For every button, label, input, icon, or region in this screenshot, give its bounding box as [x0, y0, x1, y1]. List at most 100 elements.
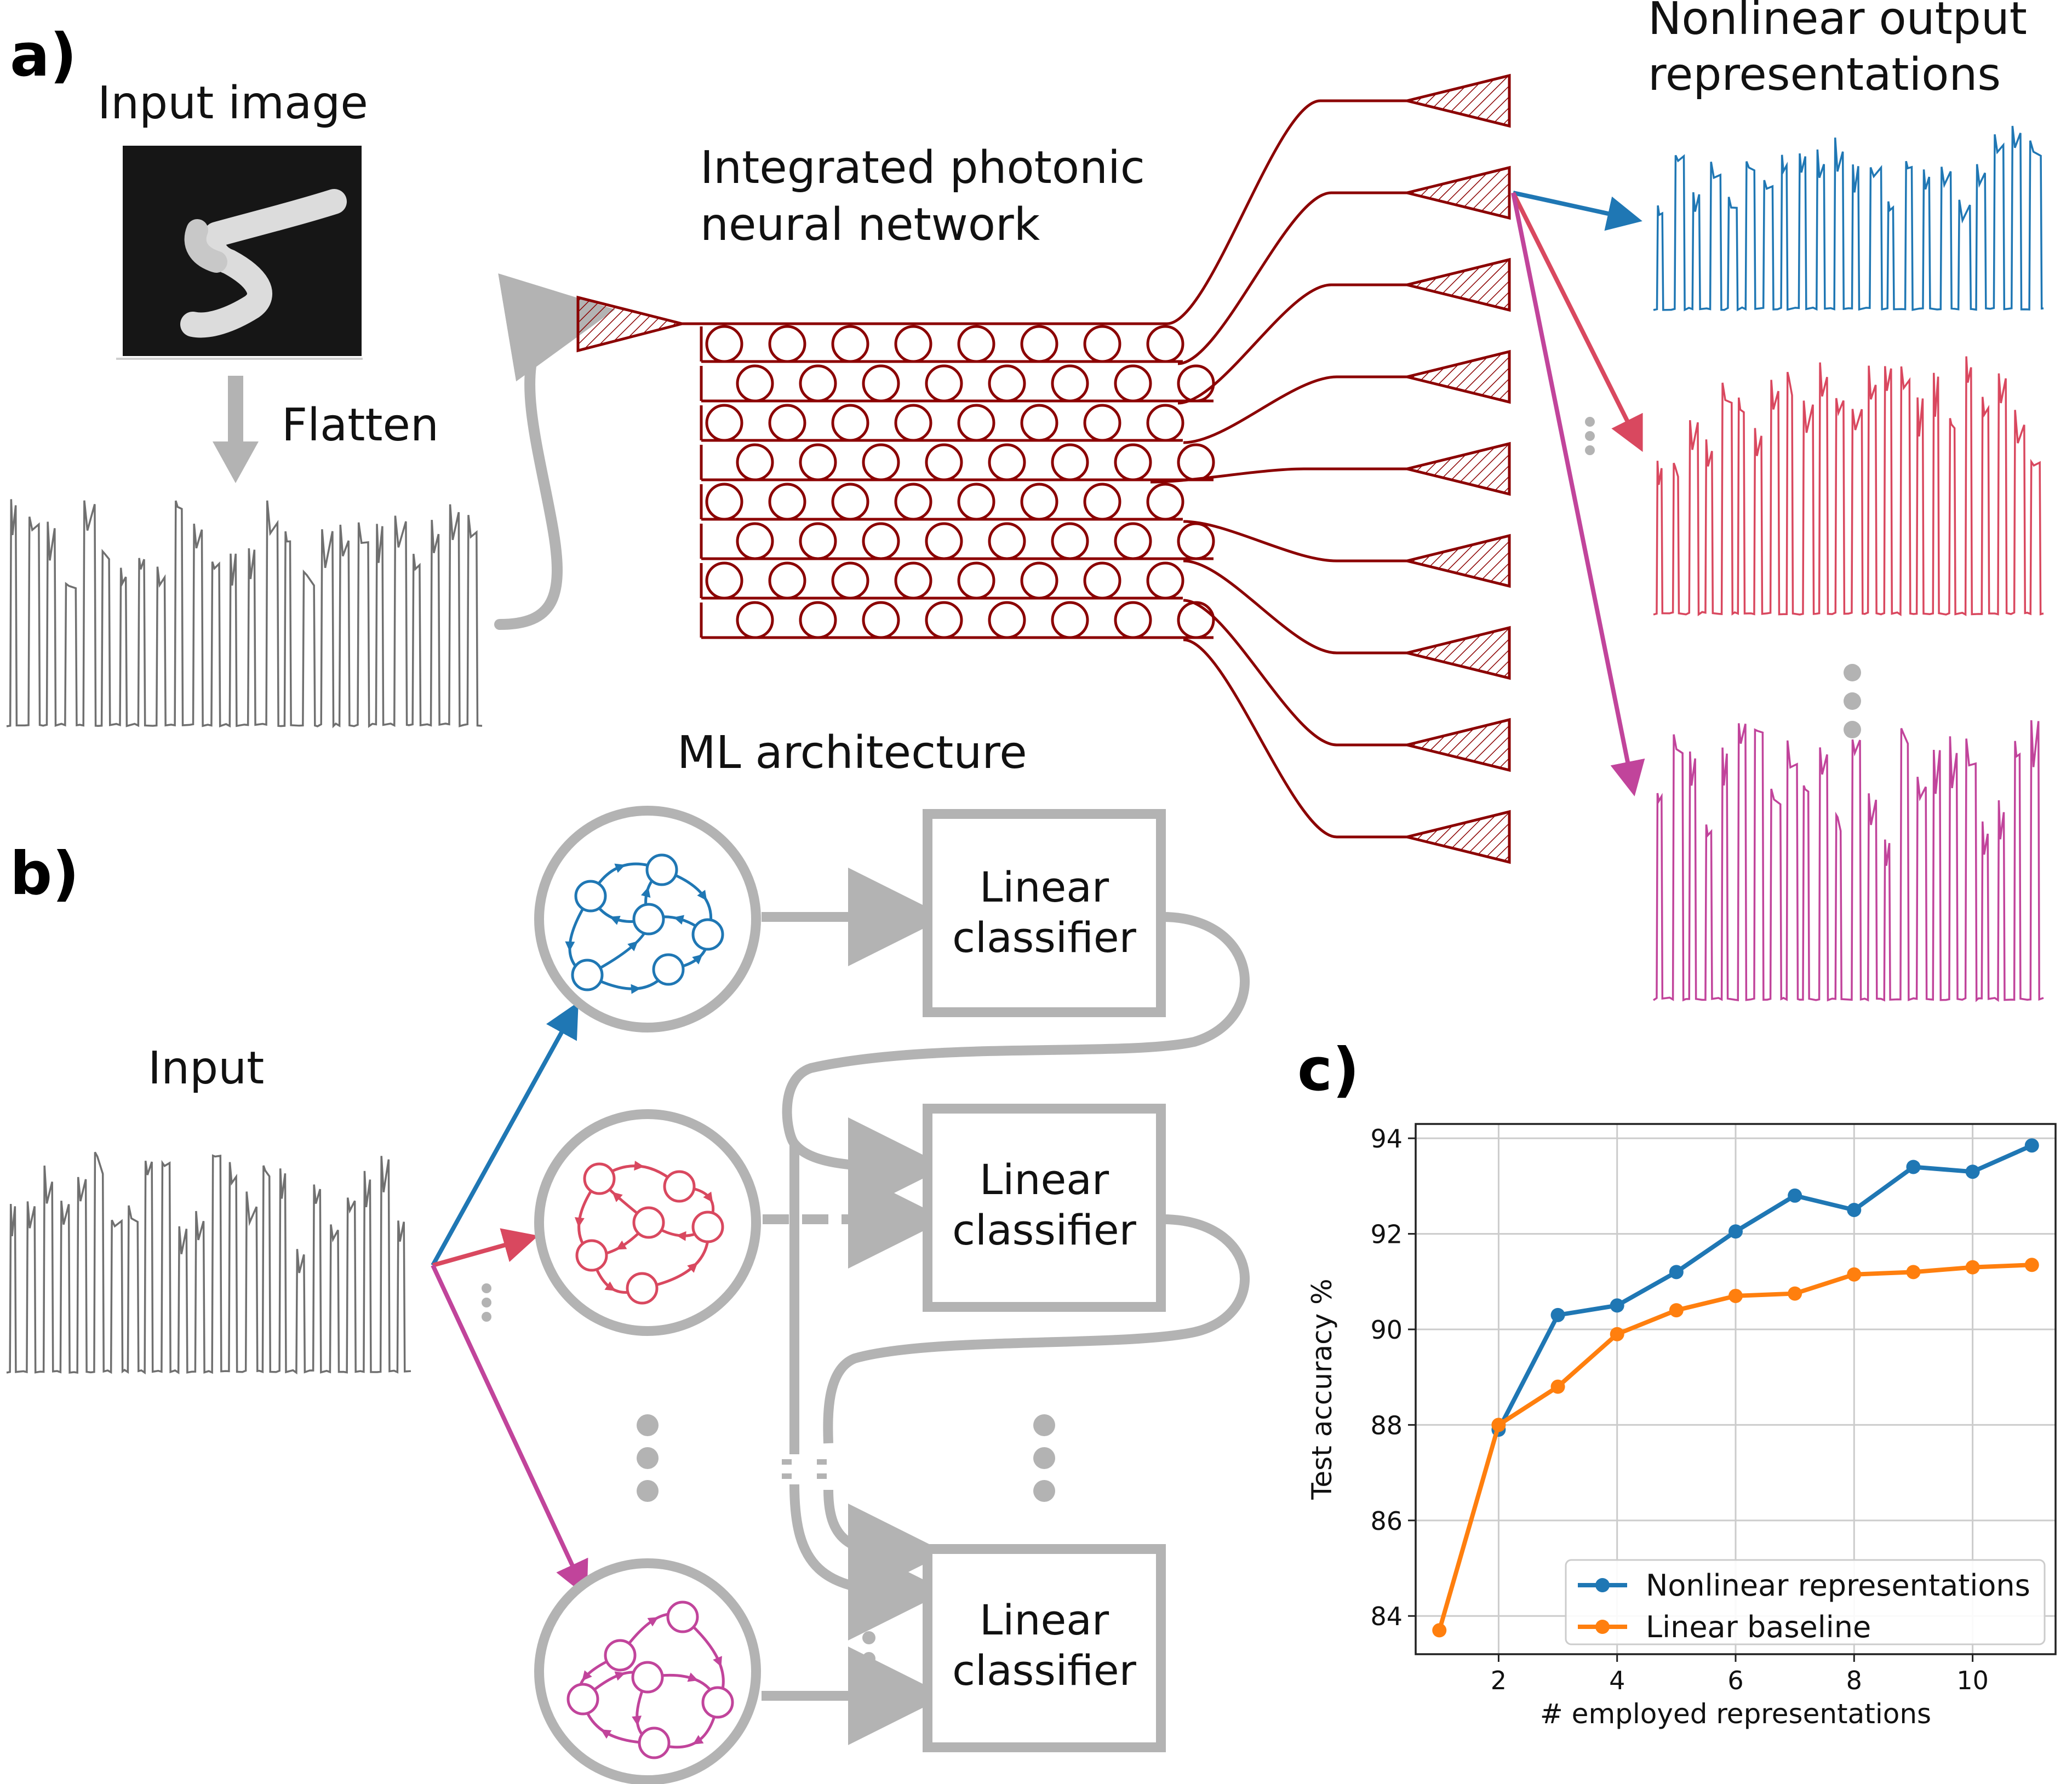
- input-arrow-blue: [431, 1001, 579, 1266]
- data-point: [1788, 1286, 1802, 1301]
- microring: [1020, 325, 1058, 363]
- flattened-input-trace: [6, 499, 483, 728]
- microring: [768, 325, 806, 363]
- y-tick-label: 84: [1370, 1602, 1403, 1631]
- microring: [1051, 601, 1089, 639]
- data-point: [1550, 1379, 1565, 1394]
- microring: [768, 561, 806, 600]
- microring: [799, 522, 837, 560]
- data-point: [1728, 1288, 1743, 1303]
- output-arrow-red: [1511, 192, 1643, 452]
- x-tick-label: 4: [1609, 1666, 1625, 1695]
- ellipsis-dots-classifier-inputs: [862, 1610, 875, 1665]
- data-point: [2024, 1138, 2039, 1153]
- microring: [1051, 364, 1089, 403]
- microring: [1020, 404, 1058, 442]
- reservoir-node: [663, 1170, 696, 1203]
- reservoir-node: [571, 959, 604, 991]
- classifier2-output-loop: [823, 1214, 1250, 1444]
- y-tick-label: 88: [1370, 1410, 1403, 1440]
- microring: [925, 601, 963, 639]
- microring: [988, 522, 1026, 560]
- output-title-line2: representations: [1648, 49, 2001, 101]
- microring: [1051, 522, 1089, 560]
- microring: [957, 325, 995, 363]
- data-point: [1669, 1265, 1684, 1280]
- microring: [1146, 561, 1184, 600]
- microring: [831, 325, 869, 363]
- microring: [799, 601, 837, 639]
- reservoir-node-graph: [566, 1601, 734, 1759]
- linear-classifier-3: Linear classifier: [923, 1544, 1166, 1752]
- output-grating-coupler: [1406, 626, 1511, 680]
- output-grating-coupler: [1406, 257, 1511, 312]
- microring: [957, 404, 995, 442]
- x-tick-label: 10: [1956, 1666, 1989, 1695]
- reservoir-node: [701, 1686, 734, 1719]
- microring: [1146, 404, 1184, 442]
- output-trace-blue: [1653, 125, 2044, 312]
- microring: [1083, 561, 1121, 600]
- data-point: [1432, 1623, 1447, 1638]
- microring: [799, 443, 837, 481]
- data-point: [1669, 1303, 1684, 1318]
- data-point: [1965, 1260, 1980, 1275]
- ellipsis-dots-outputs: [1585, 417, 1595, 455]
- classifier-3-line2: classifier: [952, 1646, 1136, 1695]
- data-point: [1788, 1188, 1802, 1203]
- microring: [799, 364, 837, 403]
- microring: [1020, 561, 1058, 600]
- input-arrow-magenta: [431, 1264, 588, 1597]
- microring: [925, 443, 963, 481]
- ellipsis-dots-classifiers: [1033, 1414, 1055, 1502]
- classifier-2-line2: classifier: [952, 1206, 1136, 1254]
- input-arrow-red: [432, 1228, 539, 1267]
- reservoir-node: [645, 853, 678, 886]
- data-point: [1965, 1165, 1980, 1179]
- y-tick-label: 86: [1370, 1506, 1403, 1536]
- output-trace-magenta: [1653, 720, 2044, 1002]
- y-tick-label: 90: [1370, 1315, 1403, 1345]
- reservoir-node: [604, 1639, 637, 1672]
- data-point: [1847, 1202, 1862, 1217]
- microring: [1177, 601, 1215, 639]
- microring: [831, 561, 869, 600]
- microring: [1051, 443, 1089, 481]
- microring: [1083, 404, 1121, 442]
- classifier1-to-last-classifier-line-lower: [789, 1484, 947, 1640]
- microring: [862, 601, 900, 639]
- microring: [862, 364, 900, 403]
- classifier-1-line2: classifier: [952, 913, 1136, 962]
- y-axis-title: Test accuracy %: [1306, 1278, 1338, 1500]
- pnn-title-line1: Integrated photonic: [700, 142, 1145, 194]
- microring: [831, 404, 869, 442]
- input-label: Input: [148, 1042, 264, 1094]
- microring: [862, 522, 900, 560]
- reservoir-node: [632, 903, 665, 936]
- flatten-label: Flatten: [282, 399, 439, 451]
- ellipsis-dots-traces: [1844, 664, 1861, 738]
- linear-classifier-1: Linear classifier: [923, 809, 1166, 1017]
- microring: [988, 443, 1026, 481]
- microring: [894, 404, 932, 442]
- legend-label: Nonlinear representations: [1646, 1568, 2030, 1603]
- reservoir-node: [566, 1683, 599, 1716]
- x-tick-label: 8: [1846, 1666, 1862, 1695]
- microring: [862, 443, 900, 481]
- reservoirs: [534, 806, 761, 1784]
- ml-architecture-title: ML architecture: [677, 727, 1027, 779]
- output-trace-red: [1653, 356, 2044, 617]
- reservoir-node: [575, 1239, 608, 1272]
- classifier-connections: [762, 868, 1250, 1745]
- microring: [705, 483, 743, 521]
- microring: [1177, 364, 1215, 403]
- microring: [894, 483, 932, 521]
- microring: [736, 443, 774, 481]
- microring: [1177, 443, 1215, 481]
- microring: [1177, 522, 1215, 560]
- reservoir-node: [691, 918, 724, 951]
- input-to-pnn-arrow: [494, 273, 615, 630]
- linear-classifier-2: Linear classifier: [923, 1104, 1166, 1312]
- x-axis-title: # employed representations: [1540, 1698, 1931, 1730]
- microring: [988, 601, 1026, 639]
